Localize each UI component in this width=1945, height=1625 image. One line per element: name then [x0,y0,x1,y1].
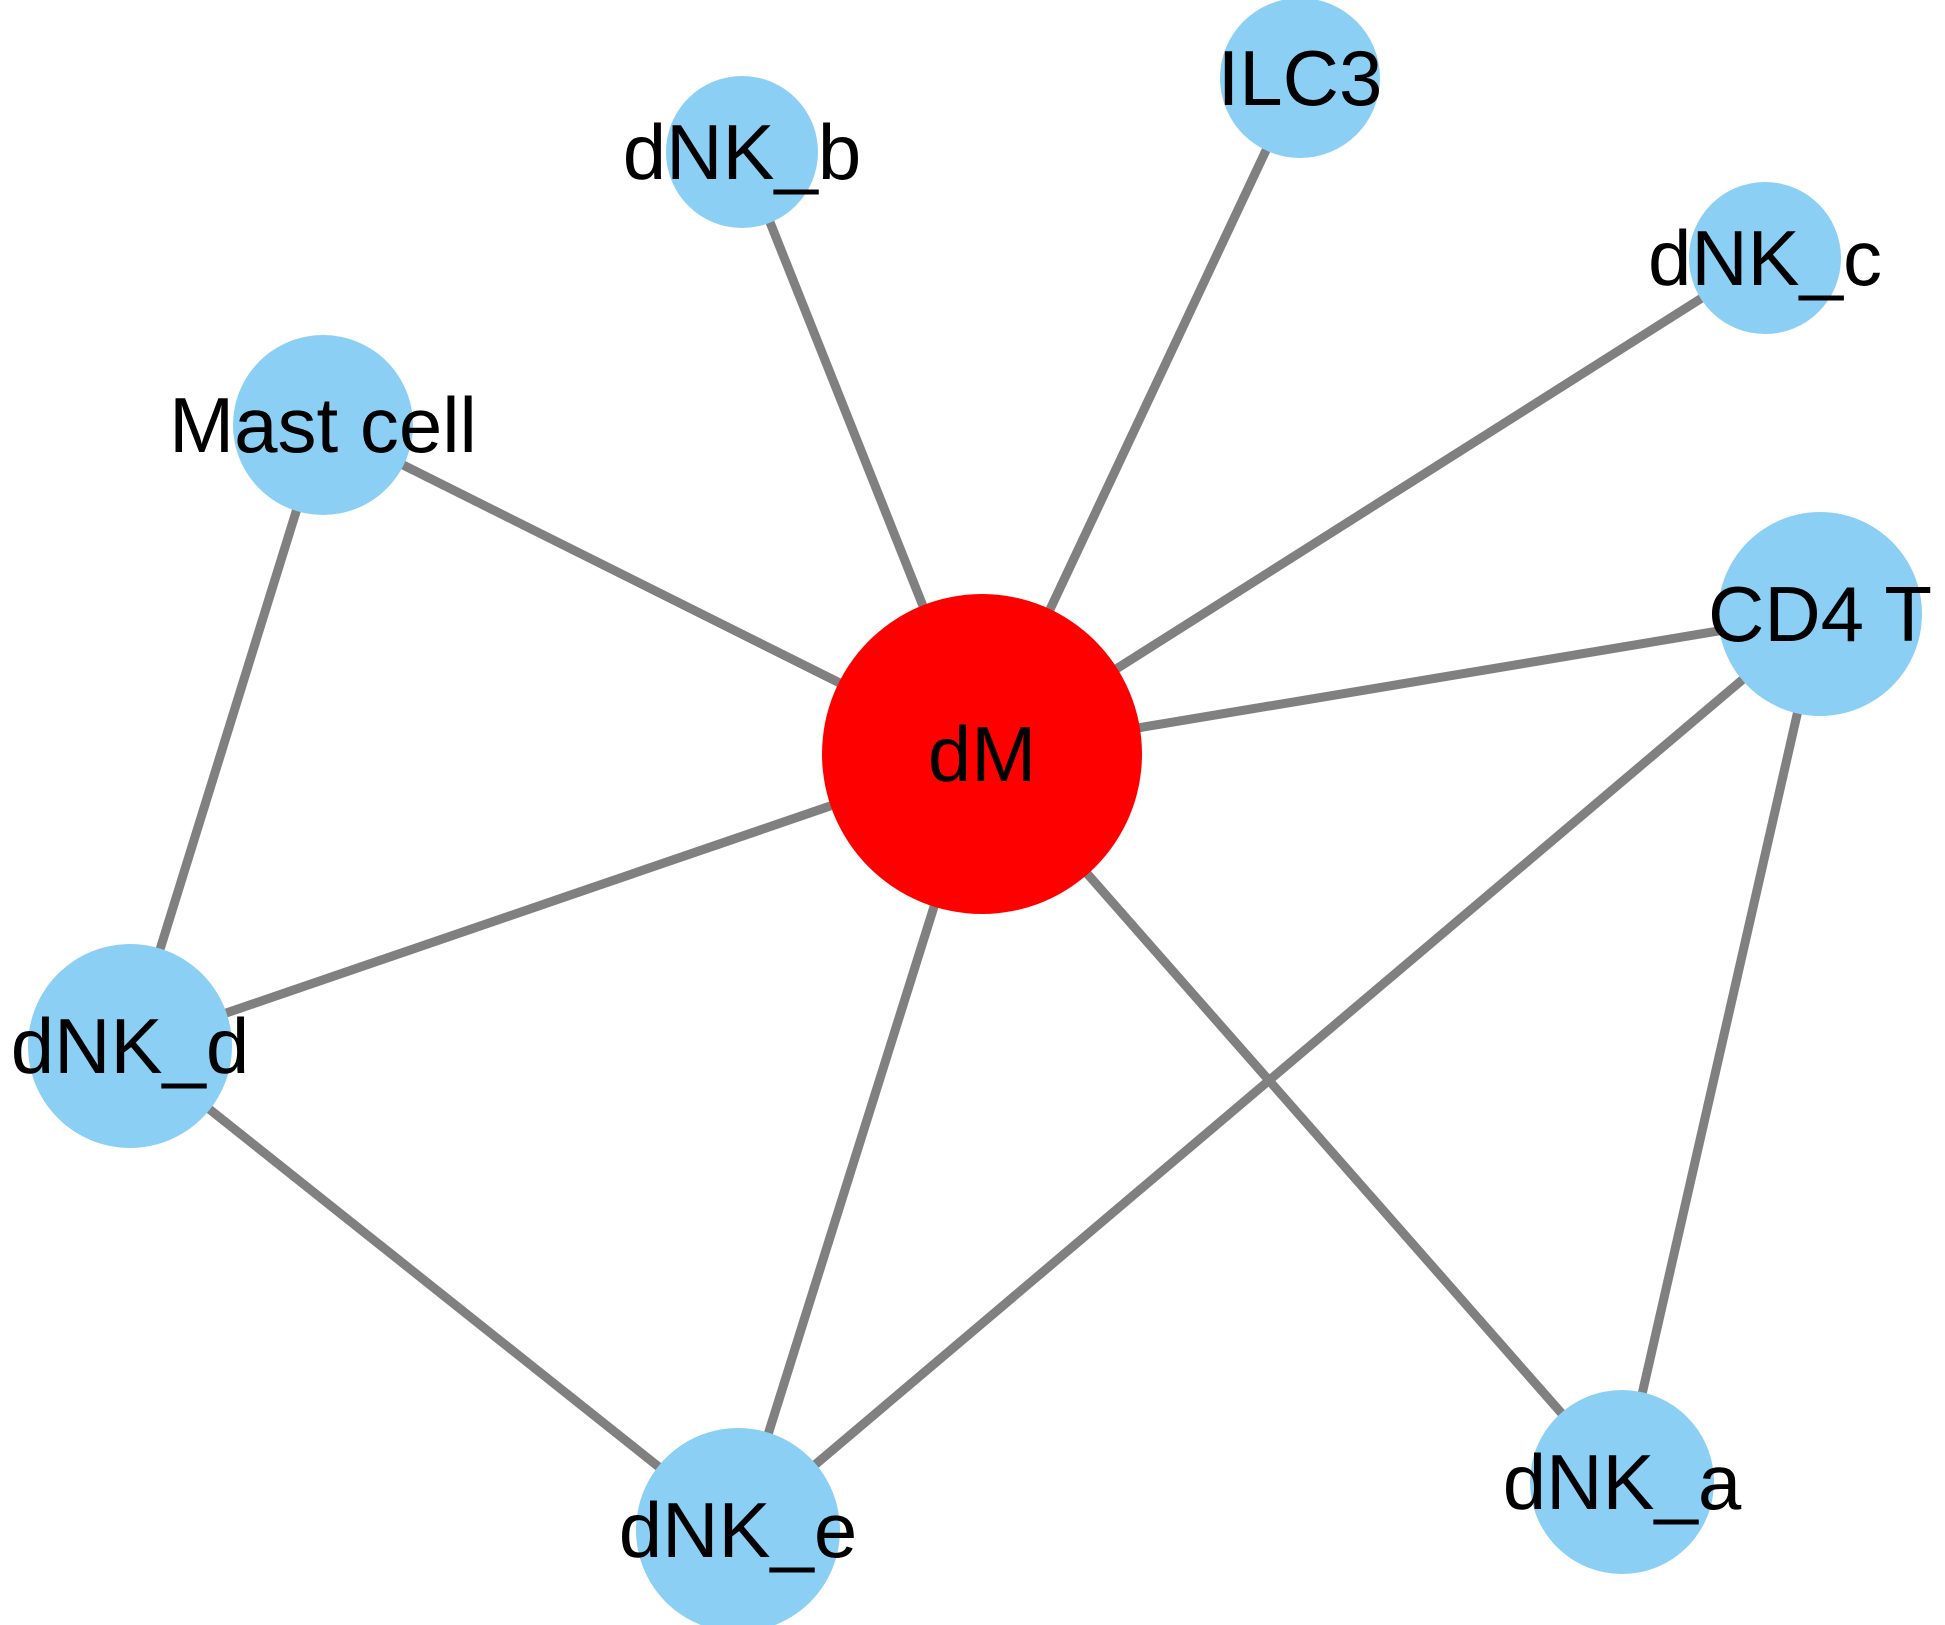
node-dnk-d: dNK_d [11,944,250,1148]
edge-dnk-d-dnk-e [127,1042,741,1534]
edge-mast-cell-dnk-d [125,423,328,1048]
node-circle-dnk-a [1530,1390,1714,1574]
node-circle-ilc3 [1220,0,1380,158]
node-label-dnk-b: dNK_b [623,108,862,196]
node-label-cd4-t: CD4 T [1708,570,1932,658]
node-circle-cd4-t [1718,512,1922,716]
edge-cd4-t-dnk-a [1617,612,1825,1484]
node-circle-dnk-e [636,1428,840,1625]
node-cd4-t: CD4 T [1708,512,1932,716]
node-label-mast-cell: Mast cell [169,381,477,469]
node-label-dnk-e: dNK_e [619,1486,858,1574]
node-circle-dnk-d [28,944,232,1148]
edge-cd4-t-dnk-e [735,610,1823,1534]
node-dnk-b: dNK_b [623,76,862,228]
node-ilc3: ILC3 [1218,0,1383,158]
node-dm: dM [822,594,1142,914]
node-circle-dnk-b [666,76,818,228]
node-label-dm: dM [928,710,1036,798]
node-label-dnk-a: dNK_a [1503,1438,1742,1526]
node-label-ilc3: ILC3 [1218,34,1383,122]
edge-dm-dnk-a [978,751,1626,1485]
node-circle-mast-cell [233,335,413,515]
node-dnk-e: dNK_e [619,1428,858,1625]
node-dnk-c: dNK_c [1648,182,1882,334]
node-label-dnk-d: dNK_d [11,1002,250,1090]
node-circle-dnk-c [1689,182,1841,334]
node-circle-dm [822,594,1142,914]
node-label-dnk-c: dNK_c [1648,214,1882,302]
node-mast-cell: Mast cell [169,335,477,515]
node-dnk-a: dNK_a [1503,1390,1742,1574]
